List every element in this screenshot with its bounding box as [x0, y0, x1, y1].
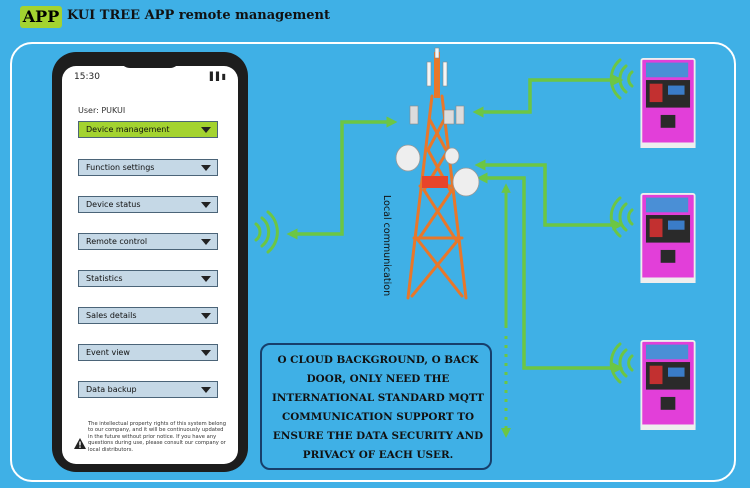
- menu-device-management[interactable]: Device management: [78, 121, 218, 138]
- menu-label: Remote control: [86, 237, 148, 246]
- menu-label: Function settings: [86, 163, 155, 172]
- arrow-tower-machine-3: [476, 172, 624, 374]
- chevron-down-icon: [201, 387, 211, 393]
- chevron-down-icon: [201, 165, 211, 171]
- arrow-phone-tower: [286, 116, 398, 240]
- info-box: O CLOUD BACKGROUND, O BACK DOOR, ONLY NE…: [260, 343, 492, 470]
- wifi-icon-machine-3: [609, 342, 634, 384]
- menu-statistics[interactable]: Statistics: [78, 270, 218, 287]
- status-time: 15:30: [74, 72, 100, 82]
- vending-machine-icon: [640, 340, 696, 430]
- vending-machine-icon: [640, 193, 696, 283]
- menu-label: Device status: [86, 200, 141, 209]
- menu-label: Statistics: [86, 274, 123, 283]
- menu-event-view[interactable]: Event view: [78, 344, 218, 361]
- phone-screen: 15:30 ▐▐ ▮ User: PUKUI Device management…: [62, 66, 238, 464]
- wifi-icon-phone: [254, 210, 279, 254]
- chevron-down-icon: [201, 350, 211, 356]
- page-title: KUI TREE APP remote management: [67, 8, 331, 23]
- menu-label: Device management: [86, 125, 170, 134]
- menu-label: Data backup: [86, 385, 137, 394]
- diagram-frame: [10, 42, 736, 482]
- chevron-down-icon: [201, 239, 211, 245]
- menu-function-settings[interactable]: Function settings: [78, 159, 218, 176]
- chevron-down-icon: [201, 127, 211, 133]
- chevron-down-icon: [201, 313, 211, 319]
- vending-machine-icon: [640, 58, 696, 148]
- menu-sales-details[interactable]: Sales details: [78, 307, 218, 324]
- arrow-tower-machine-1: [472, 74, 624, 118]
- wifi-icon-machine-1: [609, 58, 634, 100]
- signal-battery-icon: ▐▐ ▮: [206, 72, 226, 81]
- menu-label: Event view: [86, 348, 130, 357]
- cell-tower-icon: [395, 47, 480, 300]
- menu-label: Sales details: [86, 311, 137, 320]
- warning-icon: [74, 438, 86, 449]
- local-communication-label: Local communication: [381, 195, 392, 297]
- header: APP KUI TREE APP remote management: [0, 0, 750, 34]
- user-label: User: PUKUI: [78, 106, 126, 115]
- phone-notch: [120, 58, 180, 68]
- chevron-down-icon: [201, 276, 211, 282]
- arrow-tower-machine-2: [474, 159, 624, 231]
- menu-data-backup[interactable]: Data backup: [78, 381, 218, 398]
- app-badge: APP: [20, 6, 62, 28]
- menu-remote-control[interactable]: Remote control: [78, 233, 218, 250]
- disclaimer-text: The intellectual property rights of this…: [88, 421, 227, 453]
- menu-device-status[interactable]: Device status: [78, 196, 218, 213]
- chevron-down-icon: [201, 202, 211, 208]
- info-text: O CLOUD BACKGROUND, O BACK DOOR, ONLY NE…: [272, 354, 484, 461]
- wifi-icon-machine-2: [609, 196, 634, 238]
